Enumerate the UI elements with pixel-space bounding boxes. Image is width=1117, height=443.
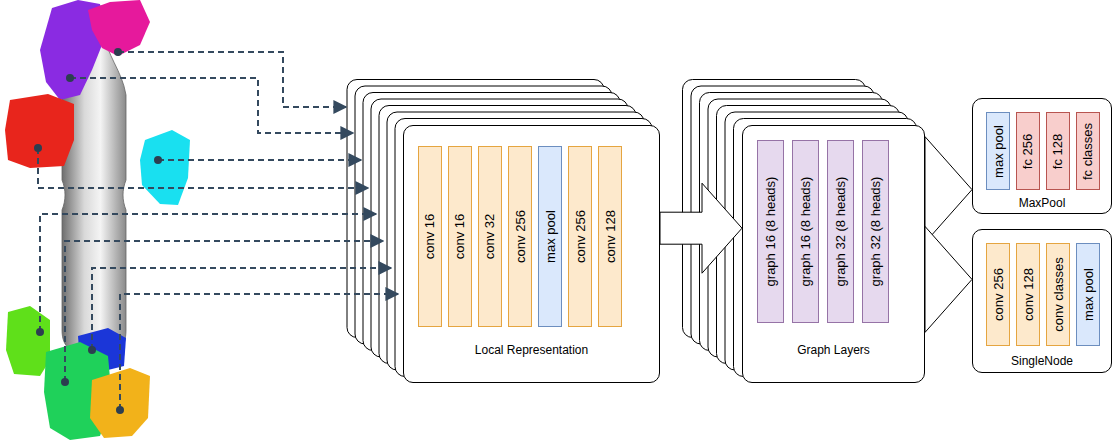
- layer-label: max pool: [544, 210, 557, 263]
- dashed-arrow: [120, 294, 398, 410]
- flow-arrow: [925, 137, 972, 243]
- flow-arrow: [925, 226, 972, 332]
- layer-label: fc classes: [1082, 122, 1095, 179]
- point-patch: [88, 0, 150, 56]
- layer-label: conv 32: [484, 214, 497, 260]
- layer-label: graph 32 (8 heads): [869, 177, 882, 287]
- point-patch: [140, 130, 190, 205]
- layer-block: conv 16: [418, 146, 442, 327]
- point-patch: [5, 94, 74, 168]
- point-dot: [116, 406, 124, 414]
- layer-block: max pool: [986, 112, 1010, 190]
- stack-card: max pool fc 256 fc 128 fc classesMaxPool: [972, 98, 1112, 214]
- layer-label: max pool: [1082, 268, 1095, 321]
- point-dot: [88, 346, 96, 354]
- layer-block: conv classes: [1046, 243, 1070, 346]
- layer-block: conv 256: [568, 146, 592, 327]
- layer-label: conv 256: [574, 210, 587, 263]
- layer-block: graph 32 (8 heads): [827, 140, 854, 323]
- layer-block: fc classes: [1076, 112, 1100, 190]
- point-patch: [6, 306, 50, 376]
- layer-block: fc 128: [1046, 112, 1070, 190]
- layer-label: conv 16: [424, 214, 437, 260]
- stack-card: conv 256 conv 128 conv classes max poolSing…: [972, 229, 1112, 373]
- layer-label: conv 128: [604, 210, 617, 263]
- layer-label: fc 256: [1022, 133, 1035, 168]
- layer-block: max pool: [1076, 243, 1100, 346]
- stack-card: conv 16 conv 16 conv 32 conv 256 max pool con…: [403, 125, 660, 383]
- stack-label: SingleNode: [973, 355, 1111, 367]
- dashed-arrow: [118, 52, 346, 107]
- layer-block: conv 128: [1016, 243, 1040, 346]
- point-dot: [154, 156, 162, 164]
- layer-block: conv 32: [478, 146, 502, 327]
- stack-label: Graph Layers: [743, 344, 924, 356]
- layer-label: graph 16 (8 heads): [764, 177, 777, 287]
- dashed-arrow: [40, 214, 376, 332]
- layer-label: conv 256: [514, 210, 527, 263]
- dashed-arrow: [65, 241, 383, 382]
- stack-label: Local Representation: [404, 344, 659, 356]
- layer-block: fc 256: [1016, 112, 1040, 190]
- layer-block: graph 16 (8 heads): [792, 140, 819, 323]
- dashed-arrow: [70, 78, 353, 133]
- layer-label: fc 128: [1052, 133, 1065, 168]
- point-dot: [114, 48, 122, 56]
- stack-card: graph 16 (8 heads) graph 16 (8 heads) grap…: [742, 125, 925, 383]
- point-dot: [36, 328, 44, 336]
- point-dot: [61, 378, 69, 386]
- layer-block: conv 256: [508, 146, 532, 327]
- layer-block: graph 16 (8 heads): [757, 140, 784, 323]
- flow-arrow: [660, 183, 742, 273]
- layer-block: max pool: [538, 146, 562, 327]
- layer-block: conv 256: [986, 243, 1010, 346]
- point-dot: [66, 74, 74, 82]
- layer-label: max pool: [992, 125, 1005, 178]
- layer-label: conv 16: [454, 214, 467, 260]
- layer-label: graph 32 (8 heads): [834, 177, 847, 287]
- layer-label: conv classes: [1052, 257, 1065, 331]
- stack-label: MaxPool: [973, 197, 1111, 209]
- layer-block: conv 16: [448, 146, 472, 327]
- layer-label: graph 16 (8 heads): [799, 177, 812, 287]
- point-dot: [34, 144, 42, 152]
- layer-block: conv 128: [598, 146, 622, 327]
- dashed-arrow: [38, 148, 368, 188]
- dashed-arrow: [158, 159, 361, 161]
- layer-label: conv 256: [992, 268, 1005, 321]
- dashed-arrow: [92, 268, 391, 350]
- layer-label: conv 128: [1022, 268, 1035, 321]
- layer-block: graph 32 (8 heads): [862, 140, 889, 323]
